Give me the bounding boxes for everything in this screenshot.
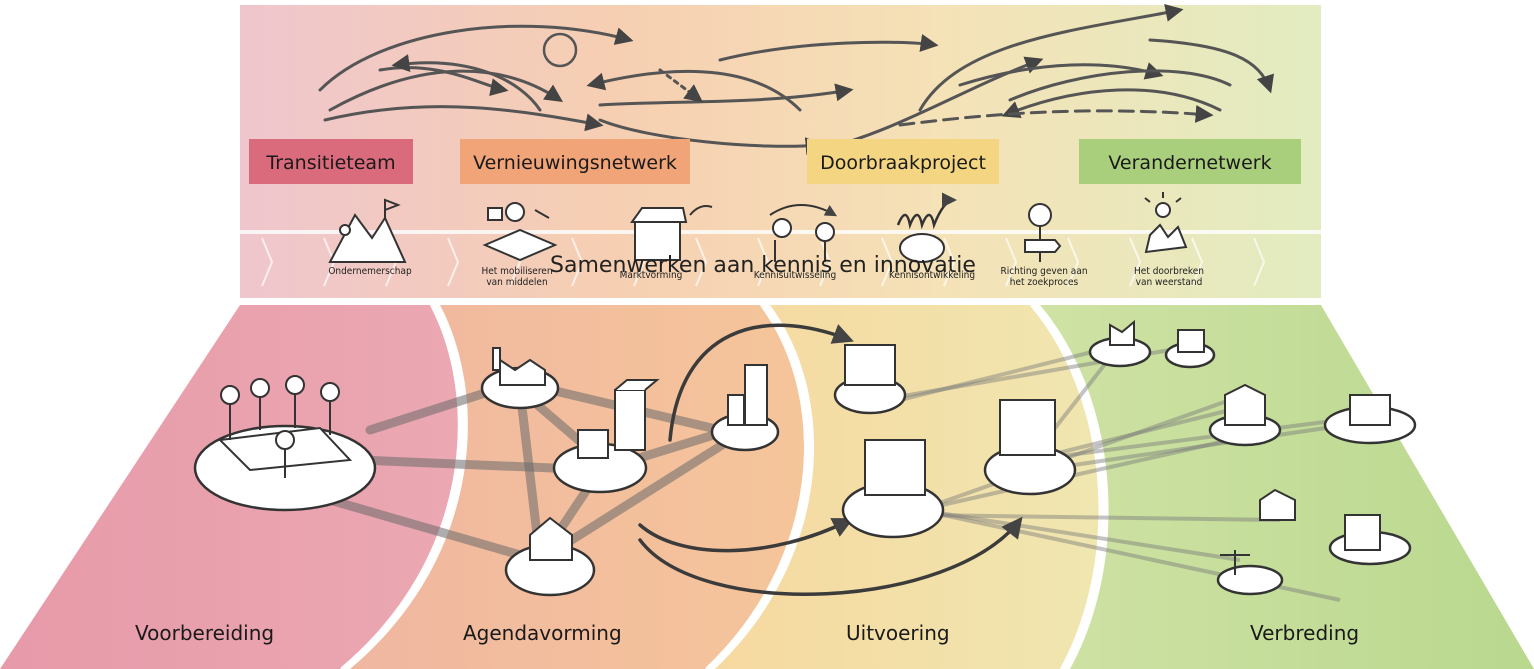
chevron-mark — [261, 237, 274, 287]
phase-label-uitvoering: Uitvoering — [846, 621, 950, 645]
center-title: Samenwerken aan kennis en innovatie — [550, 253, 976, 278]
role-verandernetwerk: Verandernetwerk — [1079, 139, 1301, 184]
role-vernieuwingsnetwerk: Vernieuwingsnetwerk — [460, 139, 690, 184]
function-label: Kennisuitwisseling — [754, 270, 836, 281]
top-banner: Transitieteam Vernieuwingsnetwerk Doorbr… — [240, 3, 1321, 298]
knowledge-development-icon — [896, 192, 957, 263]
chevron-mark — [447, 237, 460, 287]
chevron-mark — [943, 237, 956, 287]
function-label: Marktvorming — [620, 270, 683, 281]
function-label: Ondernemerschap — [328, 266, 412, 277]
chevron-mark — [1005, 237, 1018, 287]
phase-label-agendavorming: Agendavorming — [463, 621, 622, 645]
role-label: Verandernetwerk — [1108, 152, 1271, 174]
phase-labels: Voorbereiding Agendavorming Uitvoering V… — [135, 621, 1359, 645]
knowledge-exchange-icon — [769, 204, 838, 262]
chevron-mark — [1253, 237, 1266, 287]
phase-label-voorbereiding: Voorbereiding — [135, 621, 274, 645]
phase-verbreding-area — [1040, 305, 1534, 669]
collaboration-arrows — [318, 3, 1274, 156]
chevron-mark — [571, 237, 584, 287]
signpost-icon — [1024, 203, 1062, 262]
chevron-mark — [757, 237, 770, 287]
chevron-mark — [819, 237, 832, 287]
sketch-figures — [217, 319, 1391, 575]
phase-label-verbreding: Verbreding — [1250, 621, 1359, 645]
chevron-mark — [695, 237, 708, 287]
role-doorbraakproject: Doorbraakproject — [807, 139, 999, 184]
role-label: Vernieuwingsnetwerk — [473, 152, 677, 174]
platform-verbreding-5 — [1216, 564, 1284, 596]
chevron-mark — [881, 237, 894, 287]
role-label: Transitieteam — [265, 152, 395, 174]
chevron-band — [261, 237, 1266, 287]
process-arrows — [638, 323, 1023, 596]
chevron-mark — [1129, 237, 1142, 287]
breakthrough-icon — [1144, 192, 1188, 254]
chevron-mark — [1067, 237, 1080, 287]
chevron-mark — [1191, 237, 1204, 287]
market-stall-icon — [630, 205, 713, 261]
function-label: Kennisontwikkeling — [889, 270, 975, 281]
resources-icon — [482, 202, 558, 262]
role-transitieteam: Transitieteam — [249, 139, 413, 184]
role-label: Doorbraakproject — [820, 152, 986, 174]
mountain-flag-icon — [328, 198, 407, 263]
